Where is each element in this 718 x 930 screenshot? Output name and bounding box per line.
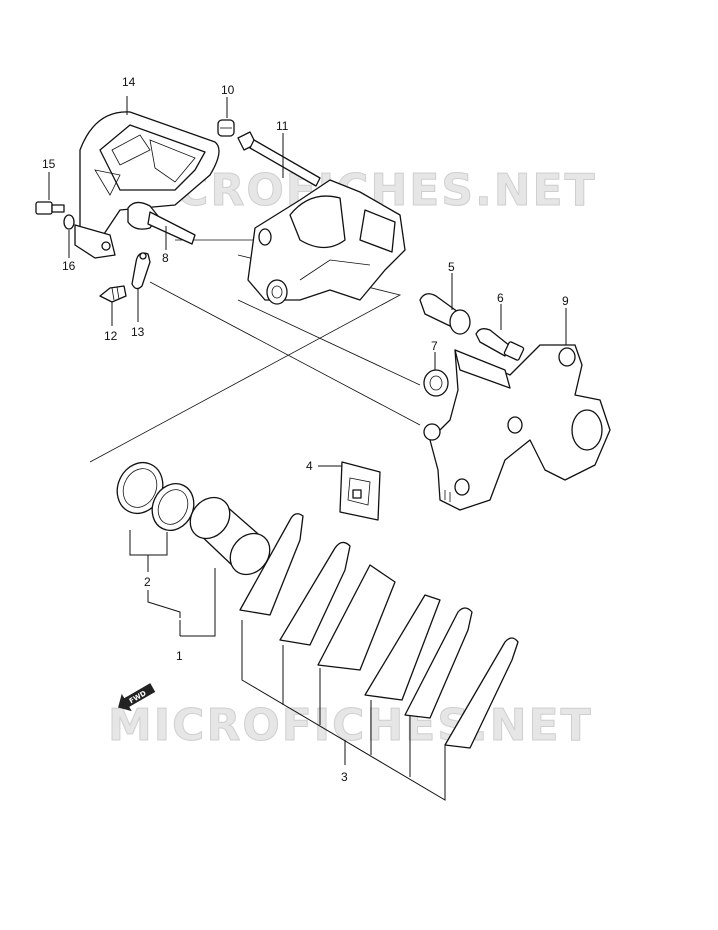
callout-1: 1 <box>176 649 183 663</box>
callout-7: 7 <box>431 339 438 353</box>
rubber-boot <box>423 369 449 397</box>
callout-11: 11 <box>276 119 289 133</box>
spring-clip <box>339 461 381 521</box>
callout-16: 16 <box>62 259 76 273</box>
caliper-body <box>247 179 406 305</box>
callout-3: 3 <box>341 770 348 784</box>
callout-13: 13 <box>131 325 145 339</box>
caliper-guard <box>74 111 220 259</box>
callout-8: 8 <box>162 251 169 265</box>
washer <box>63 214 75 230</box>
callout-14: 14 <box>122 75 136 89</box>
callout-4: 4 <box>306 459 313 473</box>
pad-pin <box>475 328 525 361</box>
callout-numbers: 14 15 16 12 13 8 10 11 5 6 9 7 4 2 1 3 <box>42 75 569 784</box>
caliper-bracket <box>423 344 611 511</box>
guard-bolt <box>35 201 65 215</box>
caliper-pin-boot <box>127 201 196 245</box>
callout-12: 12 <box>104 329 118 343</box>
piston-seals <box>116 462 195 531</box>
callout-10: 10 <box>221 83 235 97</box>
callout-5: 5 <box>448 260 455 274</box>
watermark-bottom: MICROFICHES.NET <box>108 700 593 751</box>
callout-9: 9 <box>562 294 569 308</box>
bleeder-cap <box>131 252 151 290</box>
callout-2: 2 <box>144 575 151 589</box>
leader-lines <box>48 96 567 801</box>
piston <box>189 496 271 576</box>
bushing <box>419 293 471 335</box>
callout-15: 15 <box>42 157 56 171</box>
pin-cap <box>217 119 235 137</box>
brake-pads <box>239 513 519 749</box>
callout-6: 6 <box>497 291 504 305</box>
bleeder-valve <box>99 285 127 303</box>
slide-pin <box>237 131 321 187</box>
